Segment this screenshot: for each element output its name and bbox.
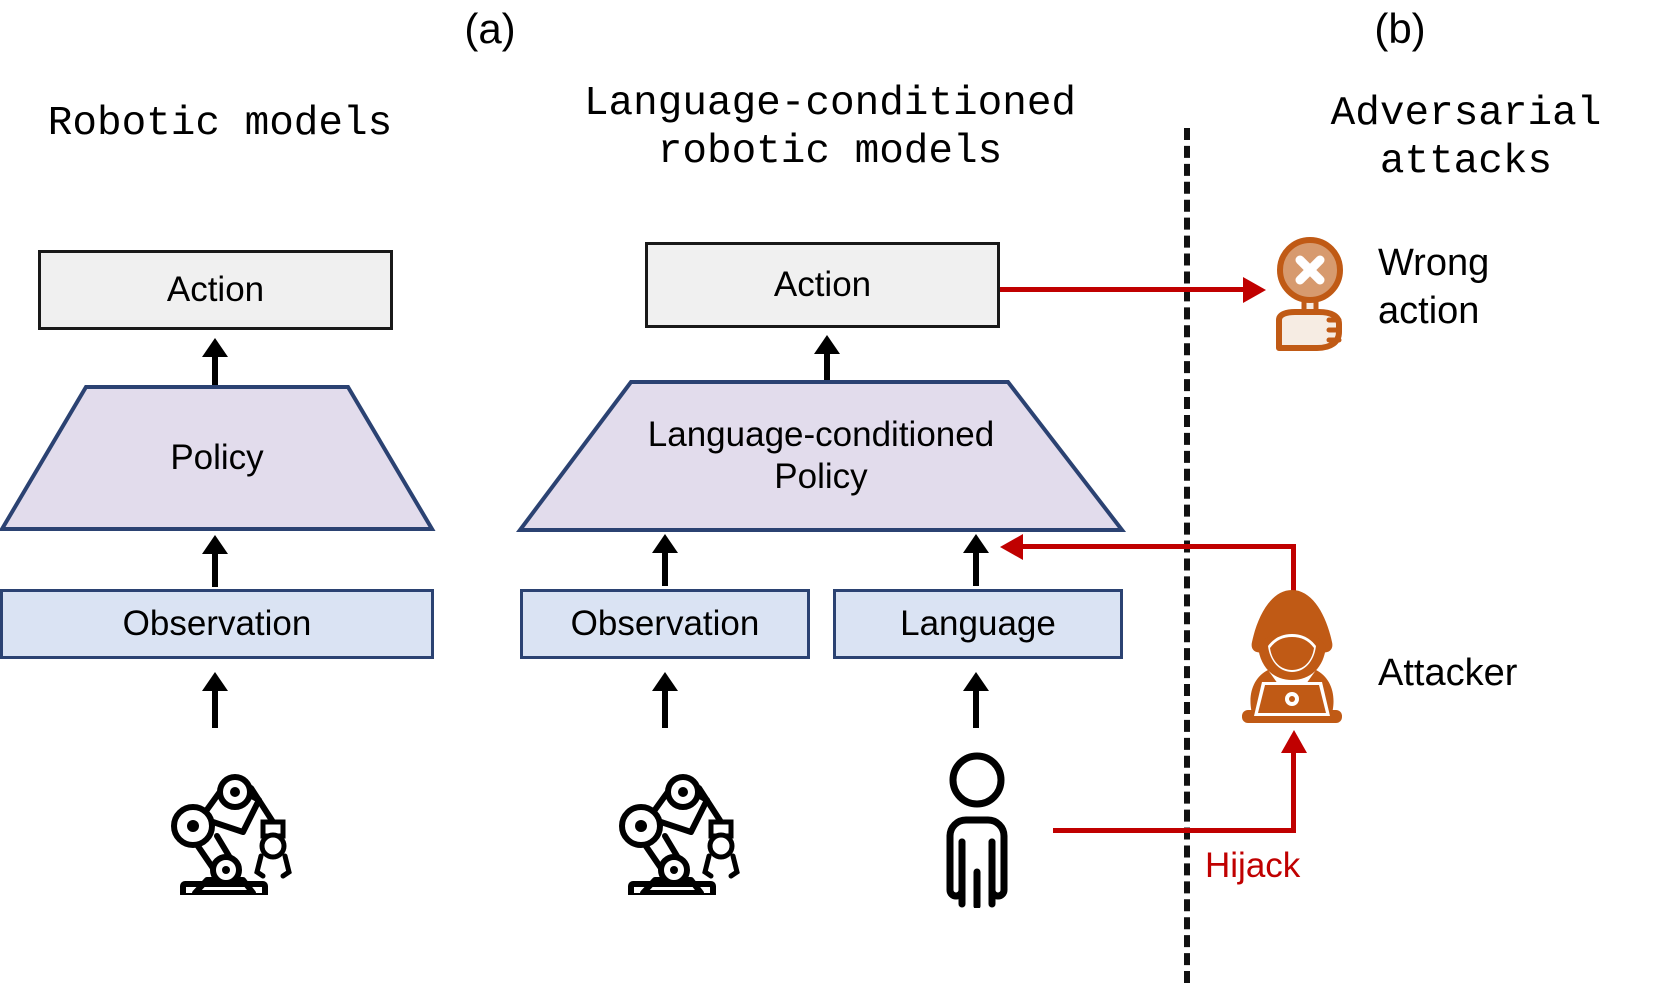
mid-policy-label: Language-conditioned Policy [647,415,995,496]
robot-arm-icon [155,750,295,895]
attacker-label: Attacker [1378,652,1518,694]
attack-path-attacker-to-policy [1022,544,1294,549]
panel-divider [1184,128,1190,983]
left-observation-label: Observation [122,604,312,644]
hand-holding-x-sign-icon [1273,234,1349,352]
left-policy-label: Policy [170,438,264,477]
attack-path-attacker-vertical [1291,544,1296,594]
attack-path-human-to-attacker [1053,828,1296,833]
mid-observation-label: Observation [570,604,760,644]
left-action-label: Action [166,270,265,310]
person-icon [930,748,1025,908]
mid-arrow-observation-to-policy [650,534,680,586]
left-arrow-observation-to-policy [200,535,230,587]
heading-adversarial-attacks: Adversarial attacks [1330,91,1602,186]
robot-arm-icon [603,750,743,895]
heading-robotic-models: Robotic models [47,101,393,147]
mid-action-label: Action [773,265,872,305]
hooded-hacker-laptop-icon [1228,586,1356,726]
wrong-action-label: Wrong action [1378,242,1490,332]
left-arrow-robot-to-observation [200,672,230,728]
hijack-label: Hijack [1205,846,1301,885]
mid-language-box: Language [833,589,1123,659]
panel-letter-b: (b) [1374,5,1426,52]
mid-arrow-human-to-language [961,672,991,728]
mid-language-label: Language [900,604,1056,644]
attack-path-hijack-vertical [1291,752,1296,830]
left-arrow-policy-to-action [200,338,230,386]
mid-action-box: Action [645,242,1000,328]
left-action-box: Action [38,250,393,330]
left-policy-trapezoid: Policy [0,385,436,531]
mid-policy-trapezoid: Language-conditioned Policy [516,380,1127,532]
mid-arrow-robot-to-observation [650,672,680,728]
mid-arrow-policy-to-action [812,335,842,383]
panel-letter-a: (a) [464,5,516,52]
attack-path-hijack-arrowhead [1281,730,1307,753]
attack-path-policy-arrowhead [1000,534,1023,560]
left-observation-box: Observation [0,589,434,659]
attack-path-action-arrowhead [1243,277,1266,303]
attack-path-action-to-wrong-action [1000,287,1245,292]
mid-arrow-language-to-policy [961,534,991,586]
heading-language-conditioned-robotic-models: Language-conditioned robotic models [583,81,1077,176]
mid-observation-box: Observation [520,589,810,659]
